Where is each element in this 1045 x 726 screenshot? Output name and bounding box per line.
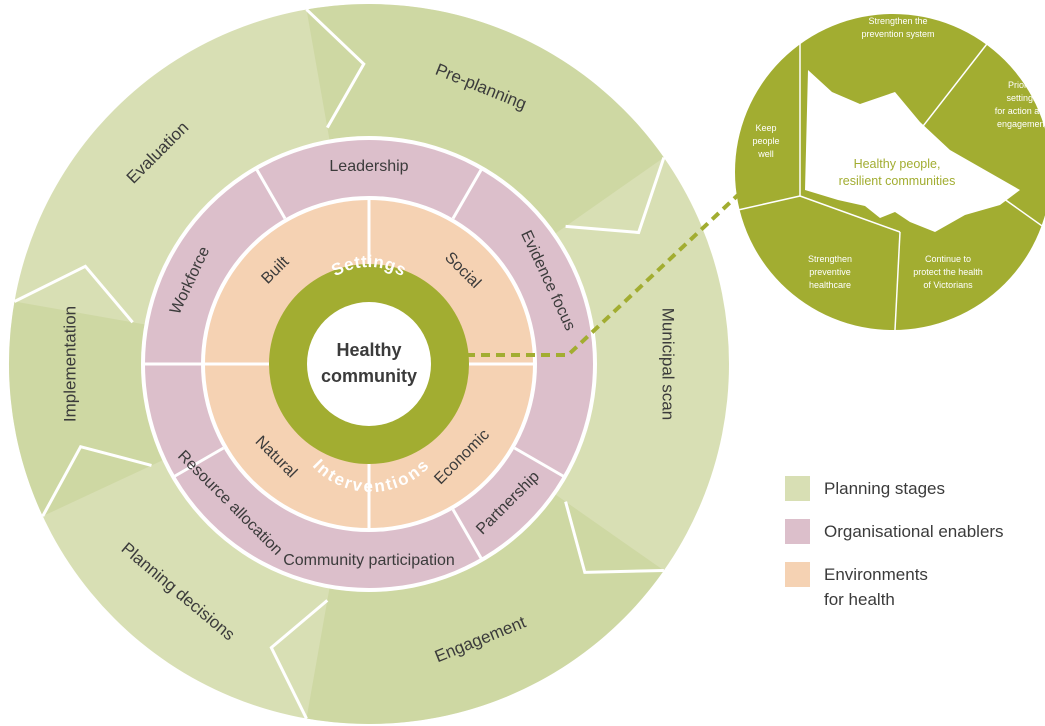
inset-divider (919, 39, 991, 131)
legend-item-planning: Planning stages (785, 476, 1004, 501)
legend-swatch-environments (785, 562, 810, 587)
inset-segment-label: healthcare (809, 280, 851, 290)
inset-segment-label: of Victorians (923, 280, 973, 290)
legend-item-environments: Environments for health (785, 562, 1004, 612)
inset-segment-label: preventive (809, 267, 851, 277)
planning-stage-divider (41, 444, 152, 517)
enabler-divider (513, 446, 566, 479)
center-title-line1: Healthy (336, 340, 401, 360)
planning-stage-divider (269, 599, 329, 720)
planning-stage-divider (13, 264, 134, 324)
enabler-leadership: Leadership (329, 158, 408, 175)
inset-center-line2: resilient communities (839, 174, 956, 188)
enabler-divider (172, 446, 225, 479)
center-core (307, 302, 431, 426)
inset-segment-label: protect the health (913, 267, 983, 277)
enabler-divider (451, 508, 484, 561)
inset-segment-label: engagement (997, 119, 1045, 129)
legend-item-enablers: Organisational enablers (785, 519, 1004, 544)
inset-segment-label: Keep (755, 123, 776, 133)
legend-swatch-enablers (785, 519, 810, 544)
connector-line (466, 193, 740, 357)
inset-segment-label: Strengthen the (868, 16, 927, 26)
planning-stage-band (306, 494, 664, 724)
planning-stage-implementation: Implementation (60, 306, 79, 422)
planning-stage-municipal-scan: Municipal scan (659, 308, 678, 420)
inset-center-line1: Healthy people, (854, 157, 941, 171)
center-title-line2: community (321, 366, 417, 386)
enabler-divider (254, 167, 287, 220)
legend-label-planning: Planning stages (824, 479, 945, 498)
inset-divider (799, 195, 901, 233)
enabler-divider (451, 167, 484, 220)
planning-stage-divider (564, 501, 664, 574)
inset-segment-label: Continue to (925, 254, 971, 264)
planning-stage-divider (305, 8, 366, 129)
inset-segment-label: Priority (1008, 80, 1037, 90)
planning-stage-band (8, 301, 163, 517)
planning-stage-divider (565, 157, 666, 235)
inset-segment-label: for action and (995, 106, 1045, 116)
connector-dashed-line (466, 193, 740, 357)
inset-divider (894, 231, 901, 331)
legend-swatch-planning (785, 476, 810, 501)
state-map-shape (805, 70, 1020, 232)
inset-divider (999, 195, 1045, 229)
state-priorities-inset: Healthy people,resilient communitiesStre… (735, 14, 1045, 331)
planning-stage-band (306, 4, 664, 234)
inset-segment-label: well (757, 149, 774, 159)
legend: Planning stages Organisational enablers … (785, 476, 1004, 630)
legend-label-environments: Environments for health (824, 565, 928, 609)
inset-segment-label: prevention system (861, 29, 934, 39)
inset-divider (737, 195, 801, 211)
inset-segment-label: settings (1006, 93, 1038, 103)
inset-segment-label: Strengthen (808, 254, 852, 264)
enabler-community-participation: Community participation (283, 552, 455, 569)
healthy-community-center: Healthy community Settings Interventions (269, 252, 469, 496)
legend-label-enablers: Organisational enablers (824, 522, 1004, 541)
inset-segment-label: people (752, 136, 779, 146)
